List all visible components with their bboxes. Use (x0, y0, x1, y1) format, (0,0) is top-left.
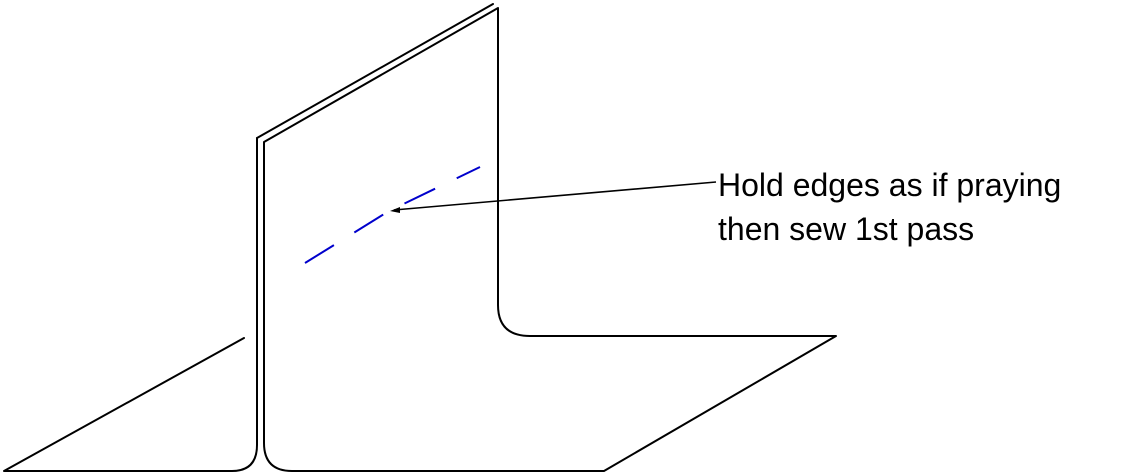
callout-text-line-1: Hold edges as if praying (718, 167, 1061, 203)
callout-text-line-2: then sew 1st pass (718, 211, 974, 247)
seam-line (304, 166, 481, 264)
callout-leader-line (393, 181, 717, 211)
callout-arrowhead (390, 207, 400, 213)
raised-fold-outer-edge (256, 3, 494, 139)
raised-panel (263, 7, 837, 472)
left-fabric-flap (3, 137, 258, 472)
